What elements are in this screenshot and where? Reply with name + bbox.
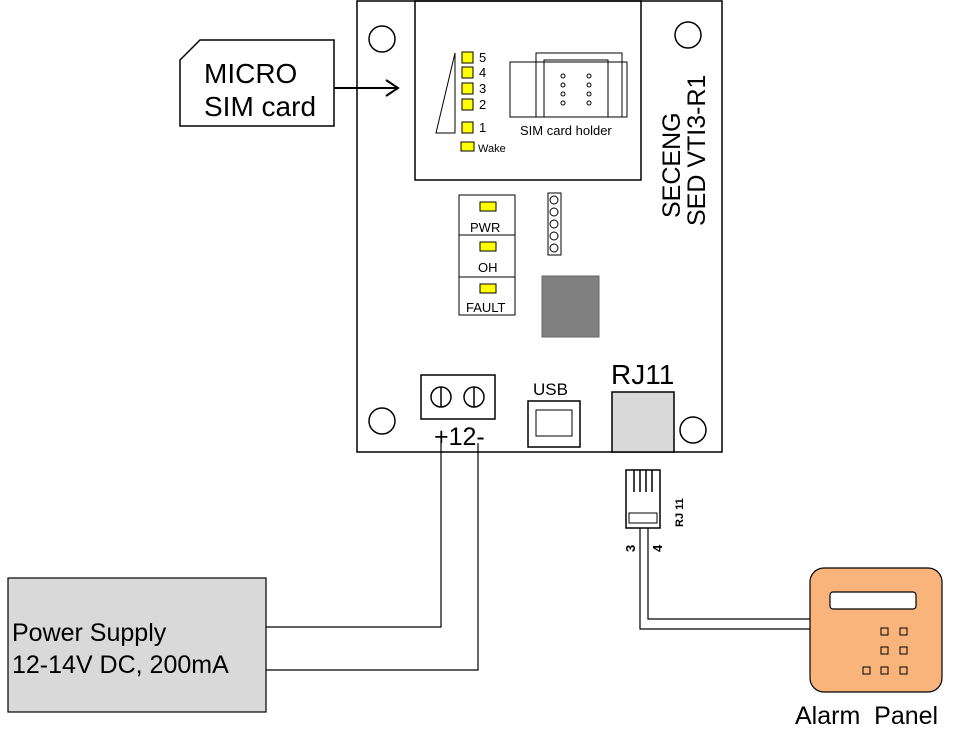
signal-led-1 bbox=[461, 121, 474, 134]
alarm-panel-display bbox=[829, 591, 917, 610]
signal-led-5 bbox=[461, 51, 474, 64]
sim-holder-label: SIM card holder bbox=[520, 123, 612, 138]
oh-led bbox=[479, 241, 497, 252]
alarm-panel-keypad bbox=[862, 627, 908, 675]
oh-label: OH bbox=[478, 260, 498, 275]
fault-led bbox=[479, 283, 497, 294]
alarm-panel-label: Alarm Panel bbox=[795, 702, 938, 730]
pin-header bbox=[547, 192, 562, 256]
power-terminal-label: +12- bbox=[434, 423, 485, 451]
signal-led-label-3: 3 bbox=[479, 81, 486, 96]
board-model: SED VTI3-R1 bbox=[683, 75, 711, 226]
signal-led-2 bbox=[461, 98, 474, 111]
status-led-block: PWR OH FAULT bbox=[458, 194, 516, 316]
gsm-module-chip bbox=[541, 275, 600, 338]
signal-led-4 bbox=[461, 66, 474, 79]
pin-label-4: 4 bbox=[650, 544, 665, 552]
wake-label: Wake bbox=[478, 143, 506, 155]
pcb-board bbox=[356, 0, 723, 453]
wake-led bbox=[460, 141, 475, 152]
wire-pin-4 bbox=[647, 528, 810, 620]
power-supply-line2: 12-14V DC, 200mA bbox=[12, 651, 229, 679]
wire-negative bbox=[266, 443, 479, 671]
rj11-plug-label: RJ 11 bbox=[674, 498, 686, 527]
sim-area bbox=[414, 0, 642, 181]
usb-connector bbox=[527, 400, 581, 448]
fault-label: FAULT bbox=[466, 300, 506, 315]
alarm-panel bbox=[809, 567, 943, 693]
mounting-hole-bottom-right bbox=[679, 416, 707, 444]
signal-strength-wedge bbox=[435, 52, 456, 134]
mounting-hole-bottom-left bbox=[368, 407, 396, 435]
mounting-hole-top-right bbox=[674, 21, 702, 49]
signal-led-3 bbox=[461, 82, 474, 95]
signal-leds: 5 4 3 2 1 bbox=[461, 50, 486, 135]
signal-led-label-2: 2 bbox=[479, 97, 486, 112]
rj11-plug bbox=[625, 469, 661, 529]
signal-led-label-1: 1 bbox=[479, 120, 486, 135]
micro-sim-card bbox=[179, 39, 335, 127]
rj11-socket bbox=[611, 391, 675, 453]
mounting-hole-top-left bbox=[368, 25, 396, 53]
pwr-label: PWR bbox=[470, 220, 500, 235]
signal-led-label-5: 5 bbox=[479, 50, 486, 65]
signal-led-label-4: 4 bbox=[479, 65, 486, 80]
usb-label: USB bbox=[533, 380, 568, 399]
power-supply-line1: Power Supply bbox=[12, 619, 167, 647]
wire-positive bbox=[266, 443, 442, 628]
pwr-led bbox=[479, 201, 497, 212]
pin-label-3: 3 bbox=[623, 545, 638, 552]
power-terminal-block bbox=[420, 374, 496, 420]
board-brand: SECENG bbox=[658, 112, 686, 218]
sim-card-holder bbox=[509, 52, 628, 118]
wire-pin-3 bbox=[639, 528, 810, 630]
sim-insert-arrowhead bbox=[385, 79, 400, 97]
sim-card-line2: SIM card bbox=[204, 91, 316, 122]
sim-card-line1: MICRO bbox=[204, 58, 297, 89]
power-supply-box bbox=[7, 577, 267, 713]
rj11-label: RJ11 bbox=[611, 359, 674, 390]
